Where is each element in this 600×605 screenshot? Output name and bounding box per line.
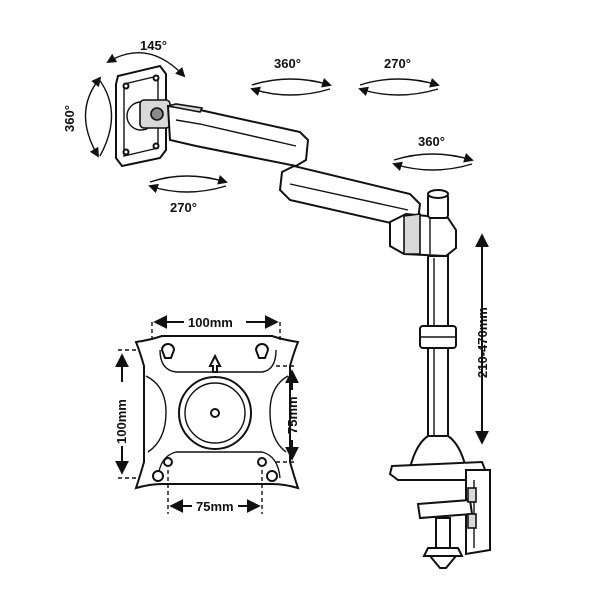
height-range-label: 210-470mm — [475, 307, 490, 378]
tilt-joint — [139, 99, 171, 129]
inner-width-label: 75mm — [196, 499, 234, 514]
desk-clamp — [388, 460, 491, 569]
plate-rotation-arrow — [84, 76, 113, 158]
inner-height-dimension — [276, 365, 299, 463]
inner-width-dimension — [167, 470, 263, 514]
pole-cap — [427, 189, 449, 219]
front-arm-segment — [166, 103, 310, 168]
arm-swivel-right-arrow — [358, 78, 440, 97]
plate-height-dimension — [115, 349, 136, 479]
tilt-rotation-arrow — [106, 52, 186, 78]
vesa-75-mounting-holes — [163, 457, 267, 467]
tilt-angle-label: 145° — [140, 38, 167, 53]
arm-swivel-left-label: 360° — [274, 56, 301, 71]
pole-swivel-arrow — [392, 153, 474, 172]
plate-width-dimension — [151, 315, 281, 342]
vesa-100-mounting-slots — [152, 343, 278, 482]
plate-width-label: 100mm — [188, 315, 233, 330]
pole-swivel-label: 360° — [418, 134, 445, 149]
pole-base-flange — [408, 435, 468, 469]
arm-swivel-right-label: 270° — [384, 56, 411, 71]
head-swivel-arrow — [148, 175, 228, 194]
vesa-center-disc — [178, 376, 252, 450]
plate-height-label: 100mm — [114, 399, 129, 444]
plate-rotation-label: 360° — [62, 105, 77, 132]
inner-height-label: 75mm — [285, 396, 300, 434]
height-stop-ring — [419, 325, 457, 349]
up-orientation-arrow-icon — [208, 353, 222, 373]
head-swivel-label: 270° — [170, 200, 197, 215]
pole-collar-joint — [389, 212, 457, 258]
arm-swivel-left-arrow — [250, 78, 332, 97]
